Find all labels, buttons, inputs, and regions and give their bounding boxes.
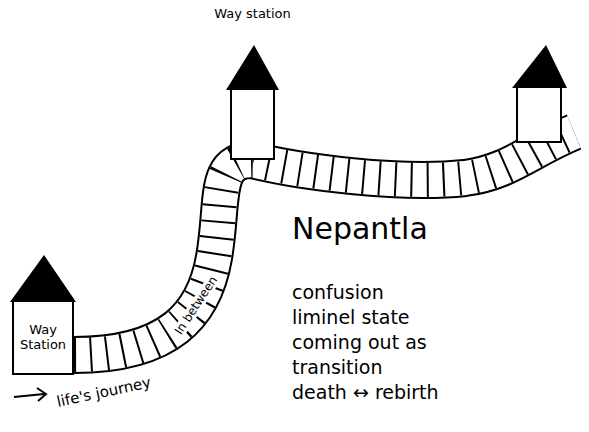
journey-arrow (14, 388, 46, 401)
note-text: coming out as (292, 332, 427, 354)
station-text: Way Station (14, 323, 72, 353)
road-edge (74, 160, 253, 355)
way-station: Way Station (12, 300, 74, 375)
road-connector (74, 160, 253, 355)
tower-roof (10, 255, 76, 302)
station-heading: Way station (214, 6, 291, 21)
note-text: liminel state (292, 307, 410, 329)
tower-roof (226, 45, 279, 90)
note-text: transition (292, 357, 383, 379)
note-text: confusion (292, 282, 384, 304)
road-crossbars (74, 160, 253, 355)
concept-title: Nepantla (292, 212, 428, 247)
note-text: death ↔ rebirth (292, 382, 439, 404)
road-surface (74, 160, 253, 355)
way-station: Way station (230, 88, 275, 160)
note-text: life's journey (55, 374, 152, 411)
tower-roof (512, 45, 567, 88)
tower (517, 86, 561, 142)
